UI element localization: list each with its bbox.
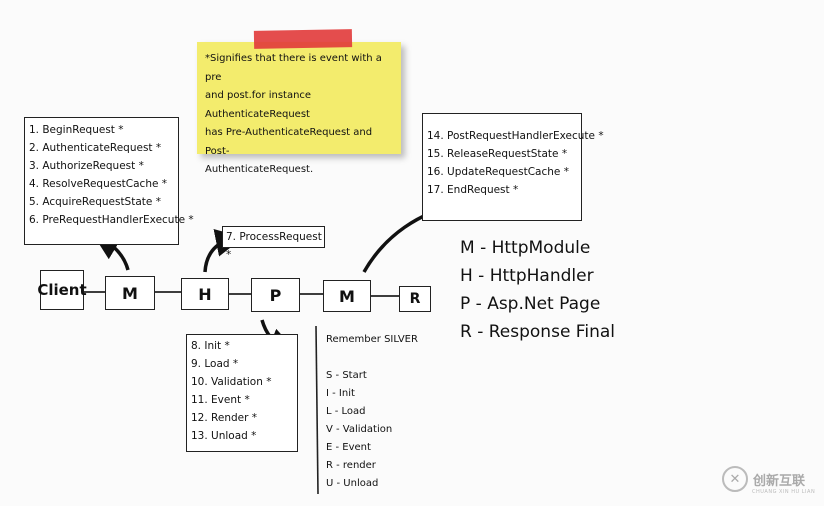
sticky-note: *Signifies that there is event with a pr…	[197, 42, 401, 175]
watermark-x-icon: ✕	[722, 466, 748, 492]
silver-item: V - Validation	[326, 424, 393, 435]
note-line: AuthenticateRequest.	[205, 164, 314, 175]
node-httpmodule-1: M	[105, 276, 155, 310]
note-line: AuthenticateRequest	[205, 108, 310, 120]
watermark-subtext: CHUANG XIN HU LIAN	[752, 489, 816, 495]
pre-event-item: 1. BeginRequest *	[29, 124, 124, 136]
post-event-item: 15. ReleaseRequestState *	[427, 148, 568, 160]
page-event-item: 8. Init *	[191, 340, 230, 352]
node-client: Client	[37, 270, 87, 310]
legend-item: H - HttpHandler	[460, 266, 594, 286]
pre-event-item: 5. AcquireRequestState *	[29, 196, 161, 208]
silver-item: S - Start	[326, 370, 367, 381]
silver-item: L - Load	[326, 406, 366, 417]
watermark-text: 创新互联	[753, 473, 806, 489]
silver-item: R - render	[326, 460, 376, 471]
post-event-item: 17. EndRequest *	[427, 184, 519, 196]
note-line: *Signifies that there is event with a pr…	[205, 53, 382, 83]
legend-item: M - HttpModule	[460, 238, 591, 258]
post-event-item: 14. PostRequestHandlerExecute *	[427, 130, 604, 142]
post-events-box: 14. PostRequestHandlerExecute * 15. Rele…	[422, 113, 604, 221]
page-event-item: 9. Load *	[191, 358, 239, 370]
tape-strip	[253, 29, 353, 49]
page-event-item: 13. Unload *	[191, 430, 257, 442]
silver-divider	[315, 325, 319, 495]
note-line: has Pre-AuthenticateRequest and Post-	[205, 127, 373, 157]
page-events-box: 8. Init * 9. Load * 10. Validation * 11.…	[186, 334, 298, 452]
pre-event-item: 3. AuthorizeRequest *	[29, 160, 144, 172]
pre-events-box: 1. BeginRequest * 2. AuthenticateRequest…	[24, 117, 194, 245]
silver-item: E - Event	[326, 442, 371, 453]
silver-item: I - Init	[326, 388, 355, 399]
silver-item: U - Unload	[326, 478, 379, 489]
page-event-item: 10. Validation *	[191, 376, 272, 388]
node-aspnet-page: P	[251, 278, 300, 312]
note-line: and post.for instance	[205, 90, 312, 101]
watermark-logo: ✕ 创新互联	[722, 466, 805, 492]
pre-event-item: 4. ResolveRequestCache *	[29, 178, 168, 190]
legend-item: R - Response Final	[460, 322, 615, 342]
pre-event-item: 6. PreRequestHandlerExecute *	[29, 214, 194, 226]
pre-event-item: 2. AuthenticateRequest *	[29, 142, 162, 154]
legend-item: P - Asp.Net Page	[460, 294, 601, 314]
page-event-item: 12. Render *	[191, 412, 258, 424]
node-httpmodule-2: M	[323, 280, 371, 312]
page-event-item: 11. Event *	[191, 394, 250, 406]
process-request-label: 7. ProcessRequest *	[226, 231, 322, 261]
process-request-box: 7. ProcessRequest *	[222, 226, 325, 261]
node-response: R	[399, 286, 431, 312]
silver-title: Remember SILVER	[326, 334, 418, 345]
post-event-item: 16. UpdateRequestCache *	[427, 166, 569, 178]
node-httphandler: H	[181, 278, 229, 310]
